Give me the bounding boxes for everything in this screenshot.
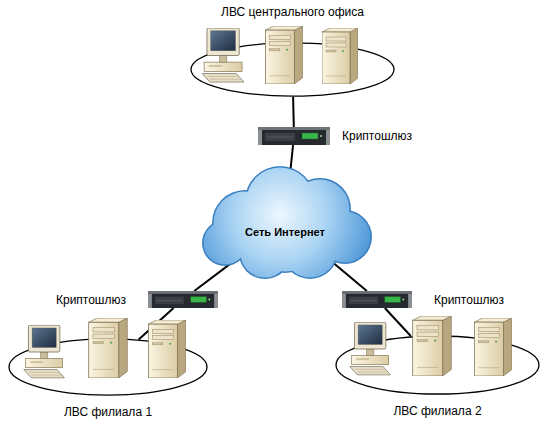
cloud-label: Сеть Интернет xyxy=(245,226,325,238)
crypto-gateway: Криптошлюз xyxy=(148,291,218,308)
lan-ellipse-outline xyxy=(8,338,208,396)
lan-label: ЛВС филиала 1 xyxy=(64,405,152,419)
internet-cloud: Сеть Интернет xyxy=(195,165,375,280)
gateway-label: Криптошлюз xyxy=(342,129,412,143)
lan-ellipse: ЛВС филиала 2 xyxy=(335,335,540,395)
lan-label: ЛВС филиала 2 xyxy=(393,404,481,418)
lan-ellipse: ЛВС филиала 1 xyxy=(8,338,208,396)
crypto-gateway-outline xyxy=(258,127,330,145)
crypto-gateway: Криптошлюз xyxy=(258,127,330,145)
lan-ellipse: ЛВС центрального офиса xyxy=(190,42,395,97)
gateway-label: Криптошлюз xyxy=(434,293,504,307)
lan-ellipse-outline xyxy=(335,335,540,395)
gateway-label: Криптошлюз xyxy=(56,293,126,307)
network-link xyxy=(139,308,174,339)
network-link xyxy=(292,97,295,127)
crypto-gateway: Криптошлюз xyxy=(342,291,412,308)
lan-ellipse-outline xyxy=(190,42,395,97)
crypto-gateway-outline xyxy=(148,291,218,308)
internet-cloud-outline xyxy=(195,165,375,280)
network-link xyxy=(385,308,411,336)
lan-label: ЛВС центрального офиса xyxy=(221,5,364,19)
crypto-gateway-outline xyxy=(342,291,412,308)
